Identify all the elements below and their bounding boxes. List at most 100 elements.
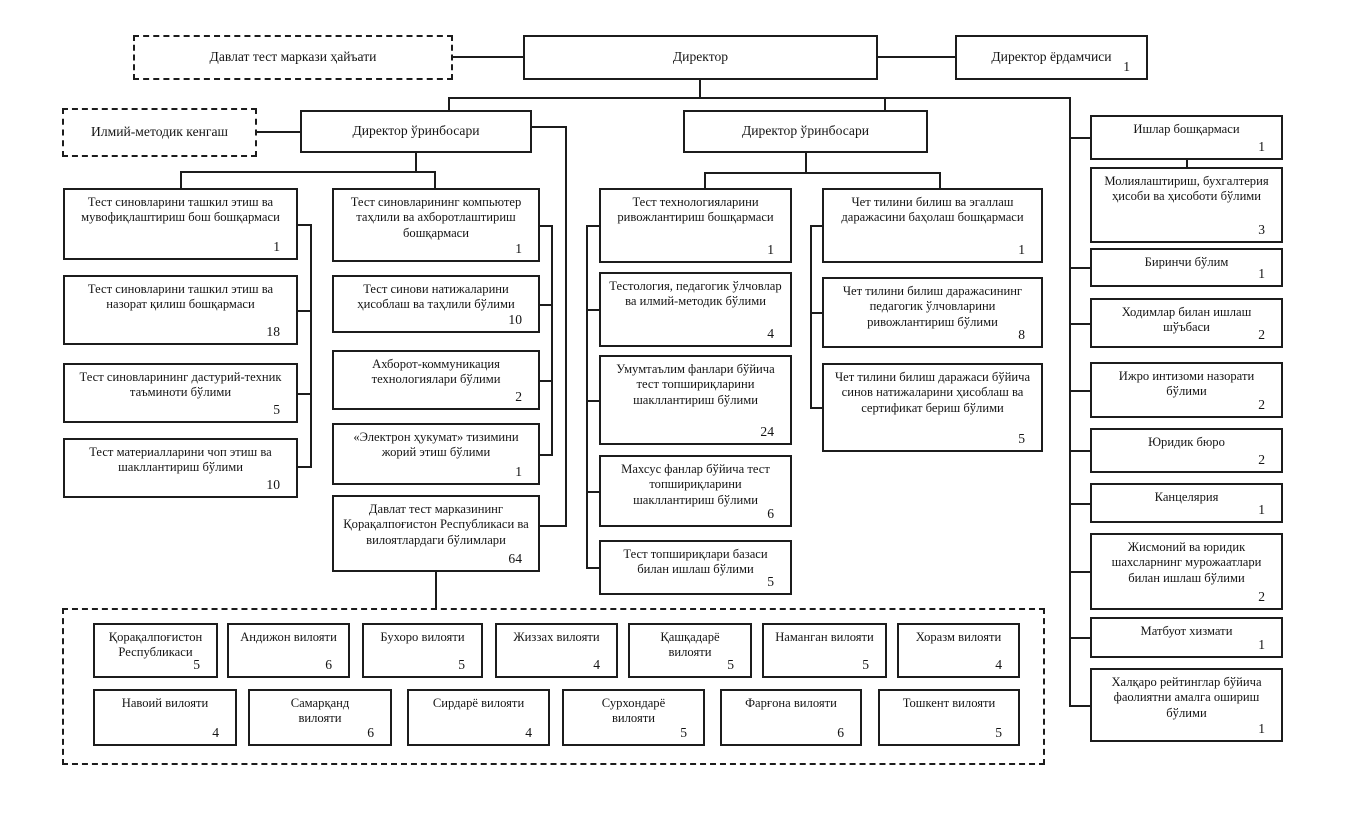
connector bbox=[884, 97, 886, 111]
connector bbox=[586, 400, 599, 402]
node-count: 5 bbox=[995, 725, 1002, 741]
node-label: Қорақалпоғистон Республикаси bbox=[108, 630, 203, 660]
node-deputy-left: Директор ўринбосари bbox=[300, 110, 532, 153]
connector bbox=[810, 407, 823, 409]
node-label: Канцелярия bbox=[1154, 490, 1219, 504]
node-label: Тест материалларини чоп этиш ва шакллант… bbox=[89, 445, 272, 475]
node-col2-5: Давлат тест марказининг Қорақалпоғистон … bbox=[332, 495, 540, 572]
node-label: Директор ўринбосари bbox=[741, 123, 870, 139]
node-label: Тест синовларини ташкил этиш ва мувофиқл… bbox=[81, 195, 280, 225]
connector bbox=[540, 380, 553, 382]
node-count: 6 bbox=[325, 657, 332, 673]
connector bbox=[298, 393, 312, 395]
node-count: 2 bbox=[1258, 397, 1265, 413]
connector bbox=[1069, 323, 1090, 325]
connector bbox=[810, 312, 823, 314]
node-admin-4: Ходимлар билан ишлаш шўъбаси 2 bbox=[1090, 298, 1283, 348]
node-count: 5 bbox=[1018, 431, 1025, 447]
connector bbox=[1069, 571, 1090, 573]
node-col3-1: Тест технологияларини ривожлантириш бошқ… bbox=[599, 188, 792, 263]
node-admin-1: Ишлар бошқармаси 1 bbox=[1090, 115, 1283, 160]
node-region-r1-4: Жиззах вилояти 4 bbox=[495, 623, 618, 678]
connector bbox=[435, 572, 437, 610]
node-col3-3: Умумтаълим фанлари бўйича тест топшириқл… bbox=[599, 355, 792, 445]
node-count: 5 bbox=[273, 402, 280, 418]
node-region-r2-3: Сирдарё вилояти 4 bbox=[407, 689, 550, 746]
node-label: «Электрон ҳукумат» тизимини жорий этиш б… bbox=[353, 430, 519, 460]
node-count: 1 bbox=[1258, 637, 1265, 653]
node-count: 1 bbox=[1258, 139, 1265, 155]
node-count: 4 bbox=[212, 725, 219, 741]
node-director-assistant: Директор ёрдамчиси 1 bbox=[955, 35, 1148, 80]
node-label: Сирдарё вилояти bbox=[432, 696, 525, 710]
node-label: Ахборот-коммуникация технологиялари бўли… bbox=[371, 357, 501, 387]
node-col1-4: Тест материалларини чоп этиш ва шакллант… bbox=[63, 438, 298, 498]
node-label: Махсус фанлар бўйича тест топшириқларини… bbox=[621, 462, 770, 507]
node-count: 5 bbox=[727, 657, 734, 673]
connector bbox=[1069, 705, 1090, 707]
connector bbox=[1186, 160, 1188, 167]
node-count: 6 bbox=[367, 725, 374, 741]
node-count: 2 bbox=[1258, 452, 1265, 468]
node-label: Давлат тест маркази ҳайъати bbox=[209, 49, 377, 65]
node-label: Тест синовларининг дастурий-техник таъми… bbox=[79, 370, 282, 400]
connector bbox=[540, 225, 553, 227]
connector bbox=[180, 171, 182, 188]
node-count: 1 bbox=[1018, 242, 1025, 258]
node-region-r1-3: Бухоро вилояти 5 bbox=[362, 623, 483, 678]
connector bbox=[298, 224, 312, 226]
node-director: Директор bbox=[523, 35, 878, 80]
node-count: 2 bbox=[1258, 327, 1265, 343]
node-label: Халқаро рейтинглар бўйича фаолиятни амал… bbox=[1111, 675, 1262, 720]
node-count: 5 bbox=[193, 657, 200, 673]
node-label: Ходимлар билан ишлаш шўъбаси bbox=[1121, 305, 1252, 335]
node-col4-2: Чет тилини билиш даражасининг педагогик … bbox=[822, 277, 1043, 348]
node-count: 6 bbox=[767, 506, 774, 522]
node-board: Давлат тест маркази ҳайъати bbox=[133, 35, 453, 80]
node-count: 24 bbox=[760, 424, 774, 440]
connector bbox=[1069, 450, 1090, 452]
node-label: Ишлар бошқармаси bbox=[1133, 122, 1240, 136]
node-label: Навоий вилояти bbox=[121, 696, 209, 710]
node-count: 8 bbox=[1018, 327, 1025, 343]
node-col4-3: Чет тилини билиш даражаси бўйича синов н… bbox=[822, 363, 1043, 452]
node-label: Тест синови натижаларини ҳисоблаш ва таҳ… bbox=[357, 282, 515, 312]
node-col1-2: Тест синовларини ташкил этиш ва назорат … bbox=[63, 275, 298, 345]
node-admin-2: Молиялаштириш, бухгалтерия ҳисоби ва ҳис… bbox=[1090, 167, 1283, 243]
node-label: Илмий-методик кенгаш bbox=[91, 124, 228, 140]
node-label: Андижон вилояти bbox=[240, 630, 337, 644]
connector bbox=[586, 491, 599, 493]
node-count: 5 bbox=[680, 725, 687, 741]
connector bbox=[540, 454, 553, 456]
node-label: Хоразм вилояти bbox=[915, 630, 1002, 644]
node-label: Директор ёрдамчиси bbox=[991, 49, 1112, 65]
node-col1-1: Тест синовларини ташкил этиш ва мувофиқл… bbox=[63, 188, 298, 260]
node-label: Фарғона вилояти bbox=[745, 696, 837, 710]
connector bbox=[257, 131, 300, 133]
connector bbox=[540, 304, 553, 306]
node-count: 18 bbox=[266, 324, 280, 340]
node-count: 10 bbox=[508, 312, 522, 328]
connector bbox=[586, 567, 599, 569]
connector bbox=[939, 172, 941, 188]
connector bbox=[565, 126, 567, 527]
node-label: Бухоро вилояти bbox=[380, 630, 465, 644]
node-count: 10 bbox=[266, 477, 280, 493]
node-col3-4: Махсус фанлар бўйича тест топшириқларини… bbox=[599, 455, 792, 527]
node-region-r2-4: Сурхондарё вилояти 5 bbox=[562, 689, 705, 746]
connector bbox=[415, 153, 417, 172]
node-count: 4 bbox=[593, 657, 600, 673]
node-label: Тест технологияларини ривожлантириш бошқ… bbox=[617, 195, 774, 225]
node-col4-1: Чет тилини билиш ва эгаллаш даражасини б… bbox=[822, 188, 1043, 263]
node-label: Жисмоний ва юридик шахсларнинг мурожаатл… bbox=[1111, 540, 1262, 585]
node-col2-1: Тест синовларининг компьютер таҳлили ва … bbox=[332, 188, 540, 262]
node-count: 2 bbox=[1258, 589, 1265, 605]
node-label: Давлат тест марказининг Қорақалпоғистон … bbox=[343, 502, 529, 547]
connector bbox=[1069, 267, 1090, 269]
node-label: Тест топшириқлари базаси билан ишлаш бўл… bbox=[623, 547, 768, 577]
node-col3-5: Тест топшириқлари базаси билан ишлаш бўл… bbox=[599, 540, 792, 595]
node-count: 4 bbox=[525, 725, 532, 741]
node-region-r1-7: Хоразм вилояти 4 bbox=[897, 623, 1020, 678]
connector bbox=[434, 171, 436, 188]
